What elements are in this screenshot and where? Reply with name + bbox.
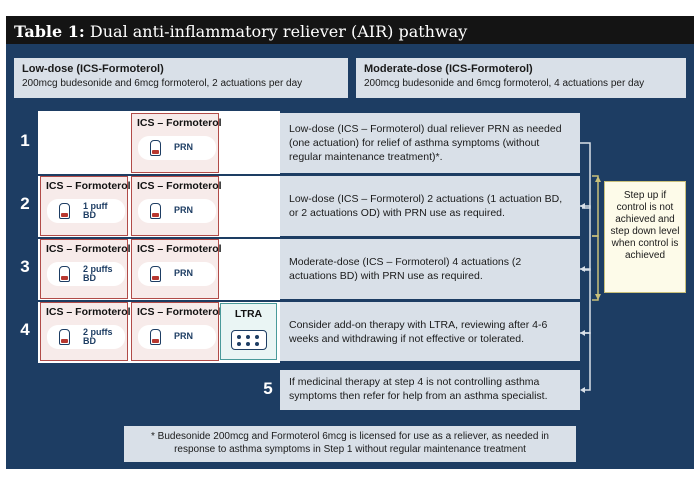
- reliever-text: PRN: [174, 142, 194, 152]
- inhaler-pill: PRN: [138, 199, 216, 223]
- step1-description: Low-dose (ICS – Formoterol) dual relieve…: [280, 113, 580, 173]
- step3-reliever-card: ICS – Formoterol PRN: [131, 239, 222, 299]
- low-dose-box: Low-dose (ICS-Formoterol) 200mcg budeson…: [14, 58, 348, 98]
- inhaler-icon: [59, 203, 70, 219]
- drug-label: ICS – Formoterol: [46, 306, 131, 318]
- step-number-5: 5: [263, 379, 273, 398]
- ltra-label: LTRA: [234, 308, 263, 320]
- step1-reliever-card: ICS – Formoterol PRN: [131, 113, 222, 173]
- inhaler-pill: PRN: [138, 136, 216, 160]
- grid-divider: [38, 237, 280, 239]
- inhaler-pill: PRN: [138, 262, 216, 286]
- inhaler-icon: [150, 140, 161, 156]
- tablet-icon: [231, 330, 267, 350]
- inhaler-icon: [59, 266, 70, 282]
- table-title: Table 1: Dual anti-inflammatory reliever…: [14, 22, 468, 41]
- step3-description: Moderate-dose (ICS – Formoterol) 4 actua…: [280, 239, 580, 299]
- step-number-2: 2: [20, 194, 30, 213]
- step2-description: Low-dose (ICS – Formoterol) 2 actuations…: [280, 176, 580, 236]
- drug-label: ICS – Formoterol: [137, 180, 222, 192]
- grid-divider: [38, 300, 280, 302]
- inhaler-icon: [150, 203, 161, 219]
- drug-label: ICS – Formoterol: [137, 306, 222, 318]
- title-bar: [6, 16, 694, 44]
- drug-label: ICS – Formoterol: [46, 180, 131, 192]
- inhaler-icon: [150, 266, 161, 282]
- low-dose-text: 200mcg budesonide and 6mcg formoterol, 2…: [22, 78, 303, 89]
- step4-reliever-card: ICS – Formoterol PRN: [131, 302, 222, 361]
- low-dose-title: Low-dose (ICS-Formoterol): [22, 63, 164, 75]
- inhaler-icon: [59, 329, 70, 345]
- step2-reliever-card: ICS – Formoterol PRN: [131, 176, 222, 236]
- inhaler-pill: PRN: [138, 325, 216, 349]
- step5-description: If medicinal therapy at step 4 is not co…: [280, 370, 580, 410]
- step-up-note: Step up if control is not achieved and s…: [604, 181, 686, 293]
- moderate-dose-title: Moderate-dose (ICS-Formoterol): [364, 63, 533, 75]
- step4-description: Consider add-on therapy with LTRA, revie…: [280, 302, 580, 361]
- reliever-text: PRN: [174, 205, 194, 215]
- grid-divider: [38, 174, 280, 176]
- step-number-4: 4: [20, 320, 30, 339]
- step-number-3: 3: [20, 257, 30, 276]
- footnote: * Budesonide 200mcg and Formoterol 6mcg …: [124, 426, 576, 462]
- moderate-dose-box: Moderate-dose (ICS-Formoterol) 200mcg bu…: [356, 58, 686, 98]
- reliever-text: PRN: [174, 331, 194, 341]
- inhaler-icon: [150, 329, 161, 345]
- drug-label: ICS – Formoterol: [46, 243, 131, 255]
- step-number-1: 1: [20, 131, 30, 150]
- drug-label: ICS – Formoterol: [137, 117, 222, 129]
- moderate-dose-text: 200mcg budesonide and 6mcg formoterol, 4…: [364, 78, 645, 89]
- ltra-card: LTRA: [220, 303, 277, 360]
- reliever-text: PRN: [174, 268, 194, 278]
- drug-label: ICS – Formoterol: [137, 243, 222, 255]
